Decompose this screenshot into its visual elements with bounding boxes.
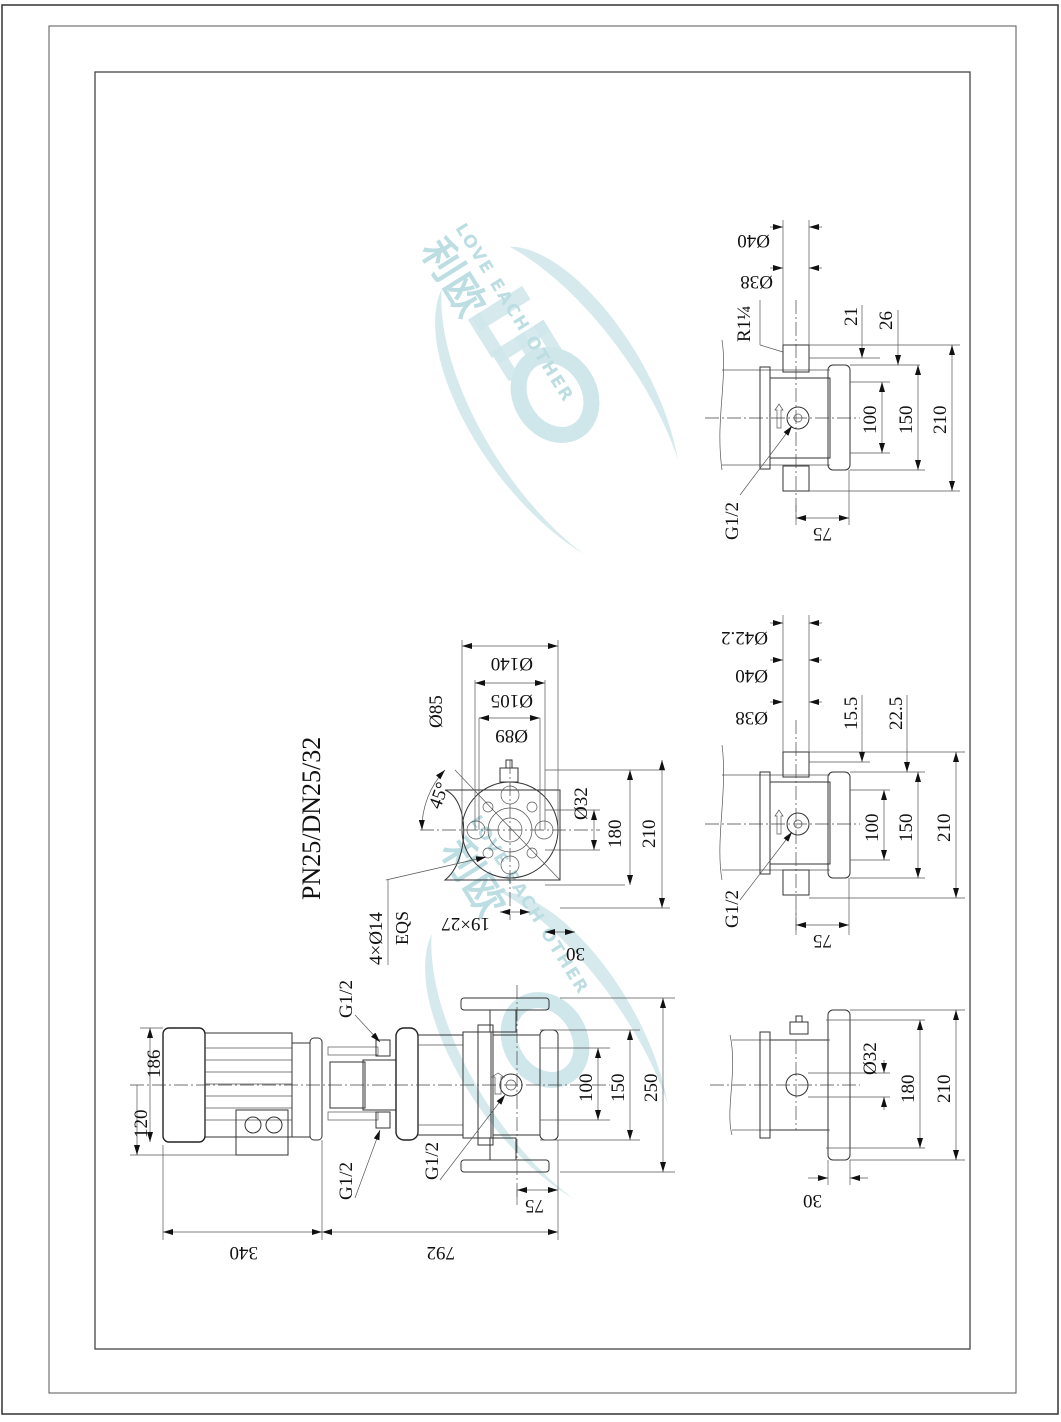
dim-340: 340: [230, 1242, 259, 1263]
drain-plug-icon: [786, 406, 810, 430]
dim-30-flange: 30: [566, 943, 585, 964]
dim-dia85: Ø85: [426, 695, 447, 728]
dim-210-mid: 210: [934, 814, 955, 843]
flange-view-dimensions: Ø140 Ø105 Ø89 Ø85 45° Ø32 180 210 4×Ø14 …: [366, 640, 670, 965]
right-view-bottom: [710, 1009, 860, 1161]
dim-100-side: 100: [576, 1074, 597, 1103]
right-view-top-dimensions: Ø40 Ø38 R1¼ 21 26 100 150 210 G1/2 75: [722, 220, 960, 544]
flow-arrow-icon: [490, 1072, 506, 1095]
dim-dia42-2: Ø42.2: [721, 627, 768, 648]
dim-150-top: 150: [896, 406, 917, 435]
drawing-frame: [1, 4, 1059, 1415]
terminal-gland-icon: [265, 1116, 283, 1134]
dim-75-right-top: 75: [813, 523, 832, 544]
dim-120: 120: [131, 1110, 152, 1139]
dim-dia38-mid: Ø38: [735, 707, 768, 728]
dim-250-side: 250: [641, 1074, 662, 1103]
label-g12-right-top: G1/2: [722, 502, 743, 540]
leo-watermark-top: LOVE EACH OTHER 利欧: [412, 220, 678, 555]
dim-dia32-bottom: Ø32: [860, 1042, 881, 1075]
side-view-dimensions: 186 120 340 792 75 100 150 250 G1/2 G1/2…: [130, 980, 675, 1263]
dim-dia32-flange: Ø32: [571, 787, 592, 820]
side-view: [130, 985, 610, 1200]
label-g12-right-mid: G1/2: [722, 890, 743, 928]
dim-slot-19x27: 19×27: [441, 913, 490, 934]
terminal-gland-icon: [244, 1116, 262, 1134]
dim-dia40-top: Ø40: [737, 230, 770, 251]
right-view-top: [705, 300, 860, 520]
right-view-bottom-dimensions: Ø32 180 210 30: [803, 1009, 965, 1211]
dim-r114: R1¼: [734, 306, 755, 342]
dim-210-flange: 210: [639, 820, 660, 849]
dim-100-mid: 100: [862, 814, 883, 843]
dim-180-bottom: 180: [898, 1075, 919, 1104]
dim-dia140: Ø140: [491, 653, 533, 674]
label-g12-center: G1/2: [422, 1142, 443, 1180]
dim-15-5: 15.5: [841, 697, 862, 730]
dim-dia38-top: Ø38: [740, 271, 773, 292]
dim-792: 792: [427, 1242, 456, 1263]
dim-210-bottom: 210: [934, 1075, 955, 1104]
flow-arrow-icon: [774, 809, 784, 835]
dim-26: 26: [876, 311, 897, 330]
dim-angle-45: 45°: [425, 780, 454, 812]
dim-186: 186: [144, 1050, 165, 1079]
drawing-title: PN25/DN25/32: [297, 737, 326, 900]
drain-plug-icon: [786, 812, 810, 836]
flange-view: [420, 759, 600, 920]
dim-21: 21: [841, 307, 862, 326]
dim-100-top: 100: [860, 406, 881, 435]
dim-75-right-mid: 75: [813, 930, 832, 951]
label-g12-top: G1/2: [336, 980, 357, 1018]
dim-150-mid: 150: [896, 814, 917, 843]
dim-30-bottom: 30: [803, 1190, 822, 1211]
dim-150-side: 150: [608, 1074, 629, 1103]
dim-holes-4x14: 4×Ø14: [366, 912, 387, 965]
dim-210-top: 210: [930, 406, 951, 435]
right-view-middle-dimensions: Ø42.2 Ø40 Ø38 15.5 22.5 100 150 210 G1/2…: [721, 615, 965, 951]
label-g12-bottom: G1/2: [336, 1162, 357, 1200]
dim-dia40-mid: Ø40: [735, 665, 768, 686]
flow-arrow-icon: [774, 403, 784, 429]
label-eqs: EQS: [392, 911, 412, 945]
dim-75-side: 75: [525, 1195, 544, 1216]
dim-dia89: Ø89: [495, 725, 528, 746]
dim-dia105: Ø105: [491, 690, 533, 711]
dim-180-flange: 180: [605, 820, 626, 849]
dim-22-5: 22.5: [886, 697, 907, 730]
right-view-middle: [705, 720, 860, 930]
